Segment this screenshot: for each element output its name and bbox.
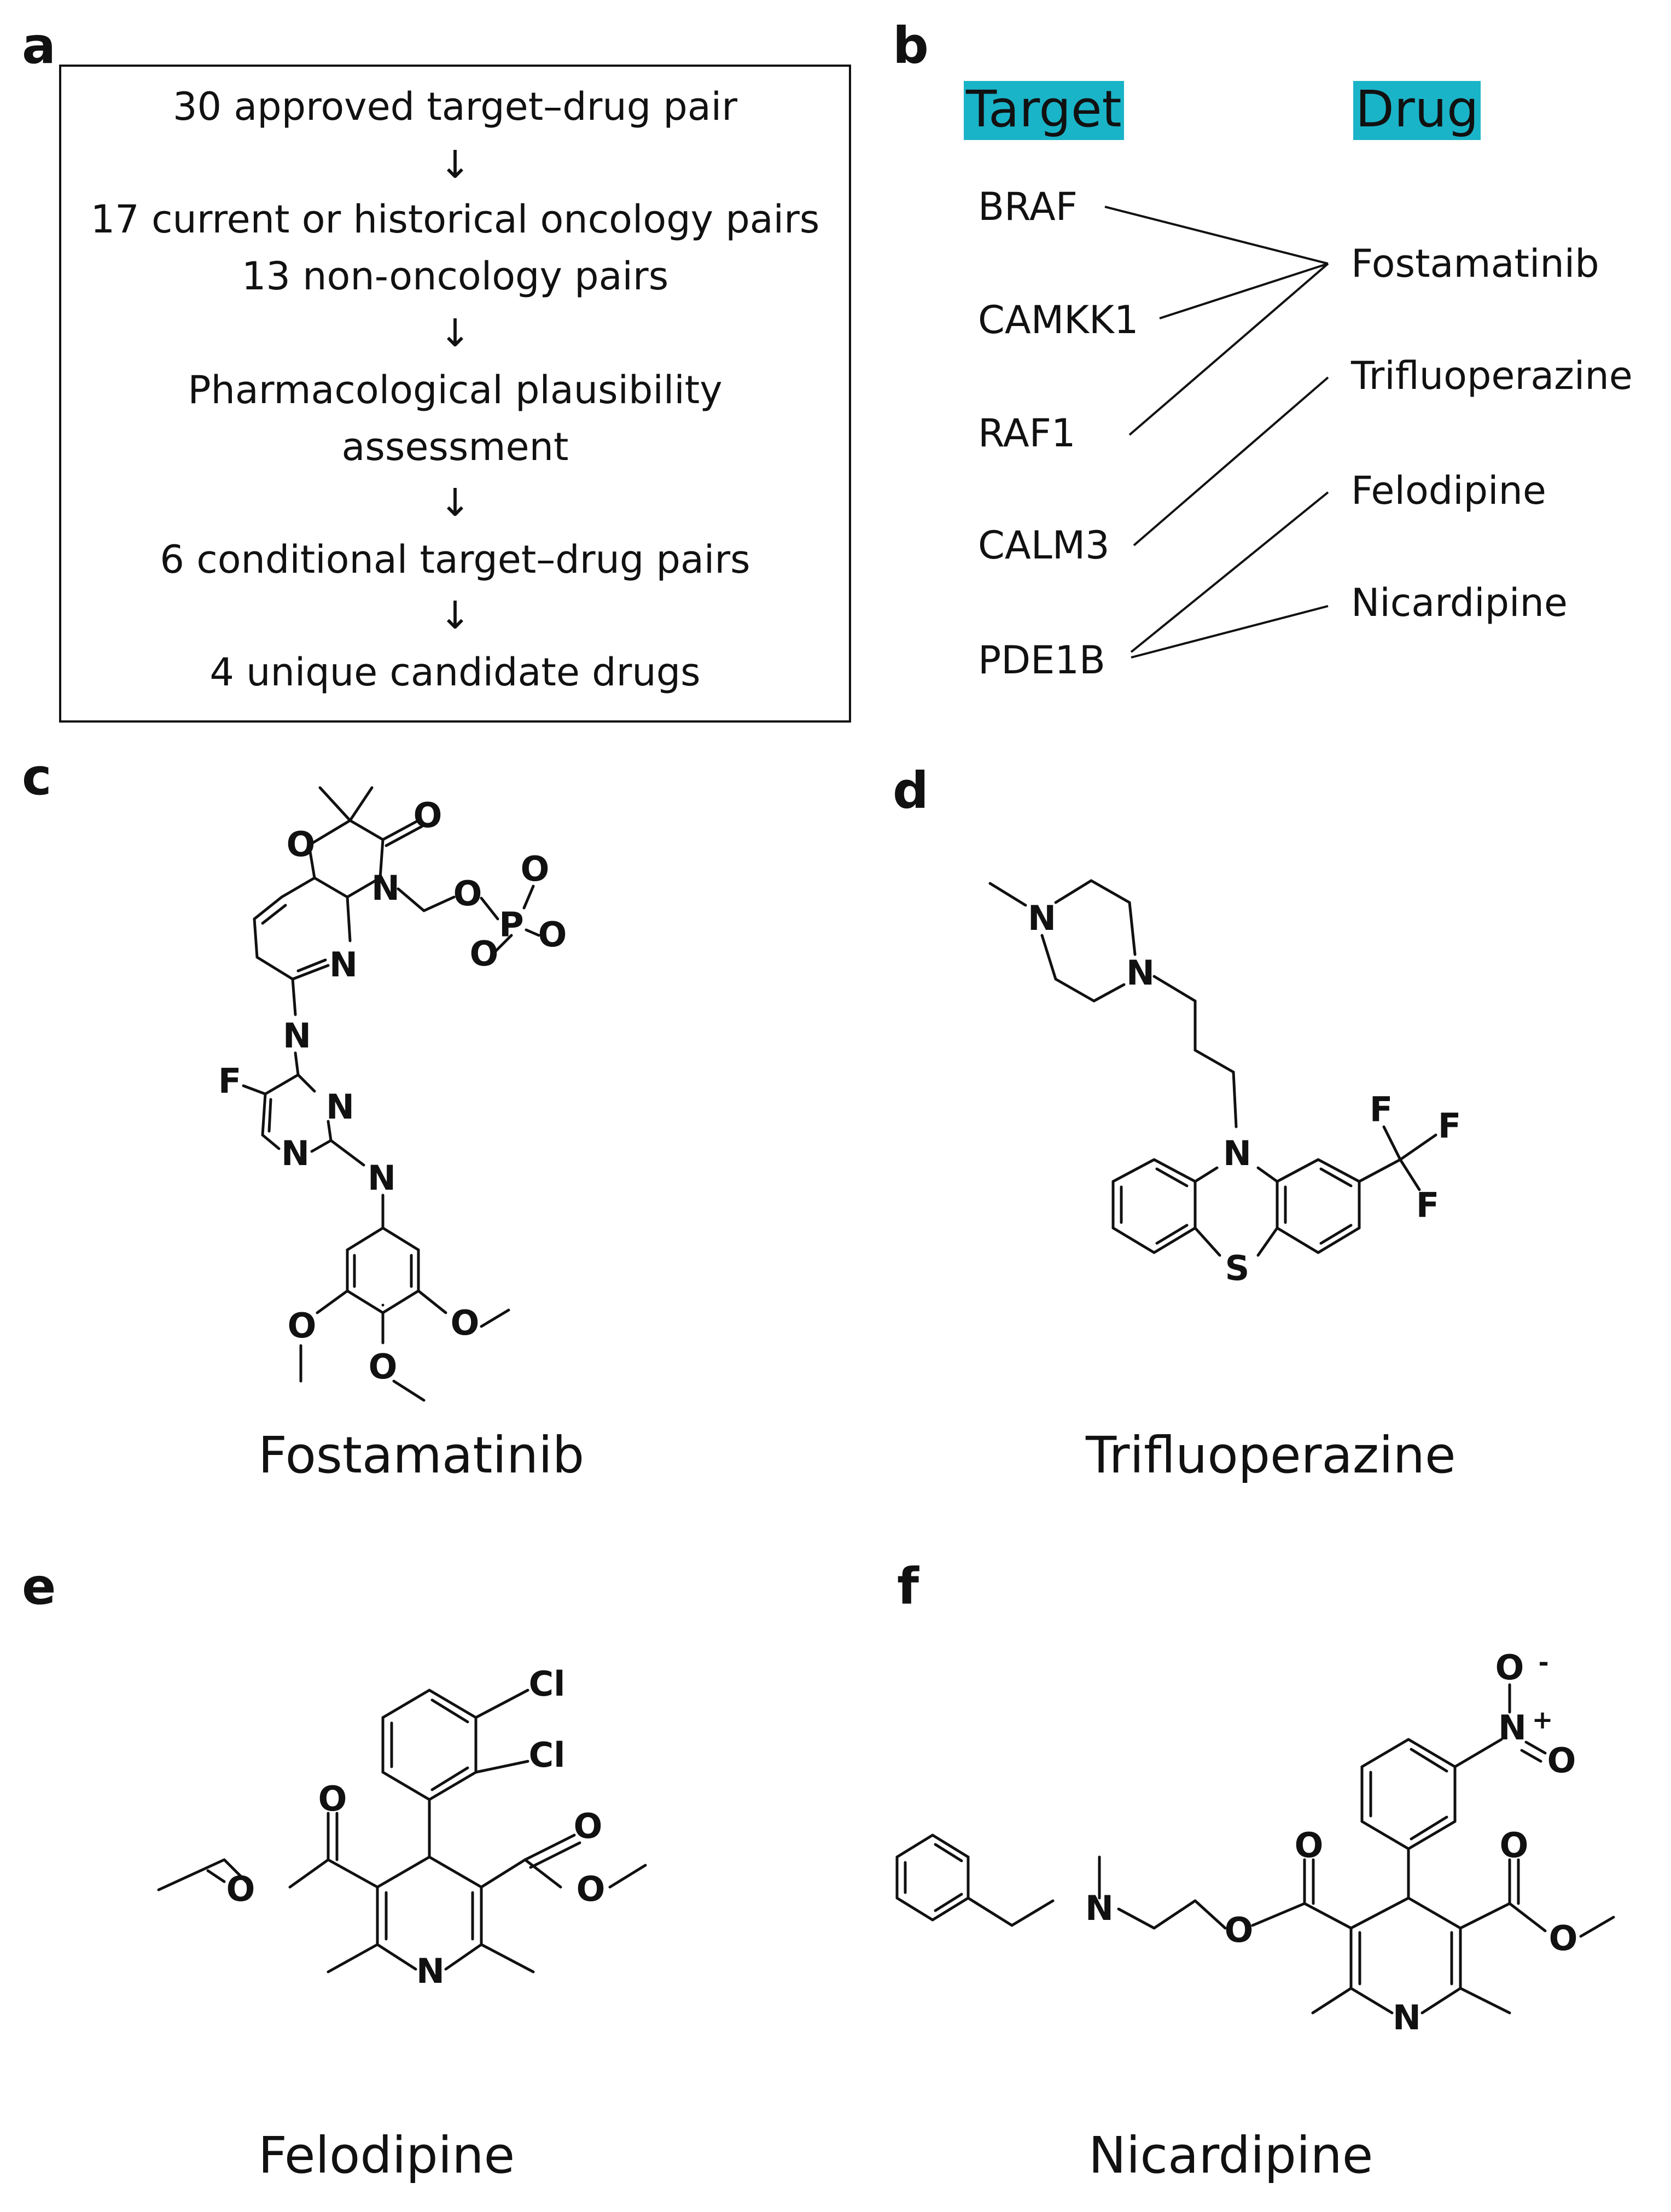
panel-label-e: e	[22, 1557, 56, 1616]
trifluoperazine-label: Trifluoperazine	[1086, 1426, 1456, 1485]
atom-label: P	[499, 905, 523, 945]
atom-label: O	[226, 1869, 255, 1909]
atom-label: F	[1438, 1106, 1461, 1146]
atom-label: S	[1225, 1248, 1250, 1288]
atom-label: N	[416, 1951, 445, 1991]
flow-step-oncology-pairs: 17 current or historical oncology pairs	[90, 197, 820, 242]
drug-fostamatinib: Fostamatinib	[1351, 241, 1599, 286]
atom-label: O	[538, 915, 567, 954]
atom-label: O	[1295, 1825, 1324, 1865]
atom-label: O	[1547, 1741, 1576, 1780]
atom-label: O	[453, 874, 482, 913]
panel-label-f: f	[897, 1557, 919, 1616]
link-raf1-fostamatinib	[1128, 263, 1329, 436]
flow-step-plausibility: Pharmacological plausibility	[188, 368, 723, 412]
nicardipine-label: Nicardipine	[1088, 2126, 1373, 2185]
link-pde1b-nicardipine	[1131, 605, 1329, 659]
link-camkk1-fostamatinib	[1159, 263, 1329, 319]
panel-label-d: d	[893, 761, 929, 820]
atom-label: N	[1498, 1708, 1527, 1748]
target-pde1b: PDE1B	[978, 638, 1105, 683]
panel-label-a: a	[22, 16, 56, 75]
atom-label: N	[1028, 898, 1056, 938]
panel-label-c: c	[22, 748, 52, 806]
atom-label: O	[574, 1806, 603, 1846]
flow-step-approved-pairs: 30 approved target–drug pair	[173, 84, 737, 129]
atom-label: Cl	[529, 1735, 566, 1775]
link-calm3-trifluoperazine	[1133, 376, 1329, 546]
drug-column-header: Drug	[1353, 81, 1481, 140]
target-column-header: Target	[964, 81, 1124, 140]
down-arrow-icon: ↓	[439, 142, 471, 187]
flow-step-conditional-pairs: 6 conditional target–drug pairs	[160, 537, 750, 582]
flow-step-candidate-drugs: 4 unique candidate drugs	[209, 650, 701, 695]
flow-step-non-oncology-pairs: 13 non-oncology pairs	[241, 254, 669, 299]
down-arrow-icon: ↓	[439, 480, 471, 525]
atom-label: O	[451, 1303, 480, 1343]
atom-label: N	[368, 1158, 396, 1198]
link-braf-fostamatinib	[1104, 206, 1329, 265]
atom-label: O	[1549, 1918, 1578, 1958]
down-arrow-icon: ↓	[439, 311, 471, 356]
atom-label: N	[281, 1133, 310, 1173]
atom-label: N	[1223, 1133, 1251, 1173]
down-arrow-icon: ↓	[439, 593, 471, 638]
atom-label: F	[218, 1061, 241, 1101]
drug-nicardipine: Nicardipine	[1351, 580, 1568, 625]
charge-label: +	[1532, 1705, 1553, 1734]
atom-label: N	[283, 1016, 311, 1056]
flow-step-assessment: assessment	[341, 424, 569, 469]
drug-trifluoperazine: Trifluoperazine	[1351, 353, 1633, 398]
fostamatinib-label: Fostamatinib	[258, 1426, 585, 1485]
charge-label: -	[1538, 1648, 1548, 1677]
atom-label: N	[329, 945, 358, 985]
atom-label: O	[577, 1869, 605, 1909]
workflow-flowchart: 30 approved target–drug pair ↓ 17 curren…	[59, 65, 851, 723]
atom-label: Cl	[529, 1664, 566, 1704]
panel-label-b: b	[893, 16, 929, 75]
atom-label: O	[1500, 1825, 1529, 1865]
atom-label: N	[1085, 1888, 1114, 1928]
atom-label: N	[371, 868, 400, 908]
target-raf1: RAF1	[978, 411, 1076, 456]
atom-label: O	[288, 1306, 317, 1346]
atom-label: F	[1416, 1185, 1439, 1225]
felodipine-label: Felodipine	[258, 2126, 515, 2185]
atom-label: F	[1370, 1090, 1393, 1130]
target-braf: BRAF	[978, 184, 1078, 229]
atom-label: N	[326, 1087, 354, 1127]
atom-label: N	[1393, 1998, 1421, 2038]
atom-label: O	[1495, 1648, 1524, 1687]
atom-label: O	[287, 824, 316, 864]
drug-felodipine: Felodipine	[1351, 468, 1546, 513]
atom-label: O	[414, 795, 443, 835]
target-camkk1: CAMKK1	[978, 298, 1139, 342]
atom-label: O	[470, 934, 499, 974]
atom-label: O	[369, 1347, 398, 1387]
atom-label: O	[1225, 1910, 1254, 1950]
target-calm3: CALM3	[978, 523, 1110, 568]
link-pde1b-felodipine	[1130, 491, 1329, 653]
atom-label: O	[318, 1779, 347, 1819]
atom-label: N	[1126, 953, 1155, 993]
atom-label: O	[521, 849, 550, 889]
